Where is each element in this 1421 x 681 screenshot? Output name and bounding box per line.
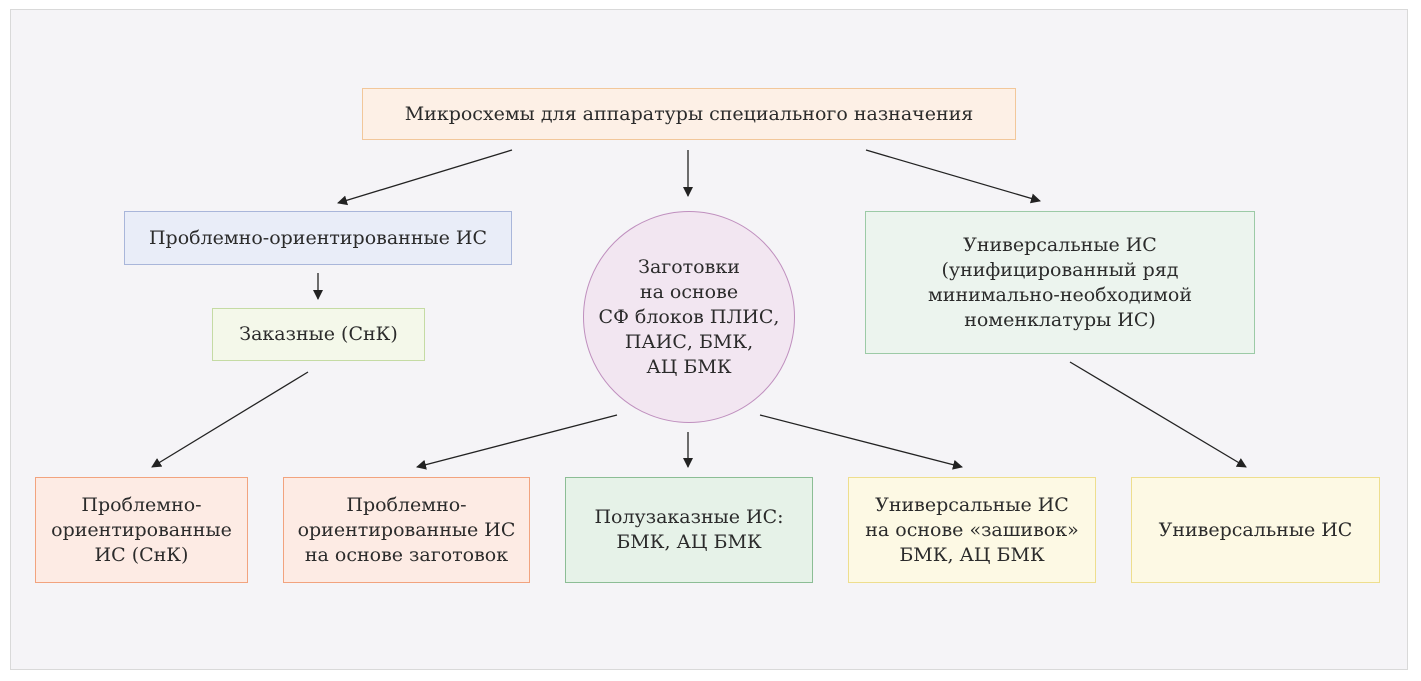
custom-node: Заказные (СнК) xyxy=(212,308,425,361)
problem-oriented-node: Проблемно-ориентированные ИС xyxy=(124,211,512,265)
bottom-node-universal: Универсальные ИС xyxy=(1131,477,1380,583)
universal-node: Универсальные ИС (унифицированный ряд ми… xyxy=(865,211,1255,354)
arrow-root-to-universal xyxy=(865,149,1041,204)
root-node: Микросхемы для аппаратуры специального н… xyxy=(362,88,1016,140)
bottom-node-universal-firmware: Универсальные ИС на основе «зашивок» БМК… xyxy=(848,477,1096,583)
arrow-universal-to-bottom-5 xyxy=(1069,361,1247,468)
arrow-root-to-problem xyxy=(337,149,513,206)
bottom-node-problem-oriented-soc: Проблемно- ориентированные ИС (СнК) xyxy=(35,477,248,583)
arrow-blanks-to-bottom-4 xyxy=(759,414,963,470)
bottom-node-problem-oriented-blanks: Проблемно- ориентированные ИС на основе … xyxy=(283,477,530,583)
arrow-custom-to-bottom-1 xyxy=(151,371,309,468)
blanks-circle-node: Заготовки на основе СФ блоков ПЛИС, ПАИС… xyxy=(583,211,795,423)
bottom-node-semi-custom: Полузаказные ИС: БМК, АЦ БМК xyxy=(565,477,813,583)
arrow-blanks-to-bottom-2 xyxy=(416,414,618,470)
